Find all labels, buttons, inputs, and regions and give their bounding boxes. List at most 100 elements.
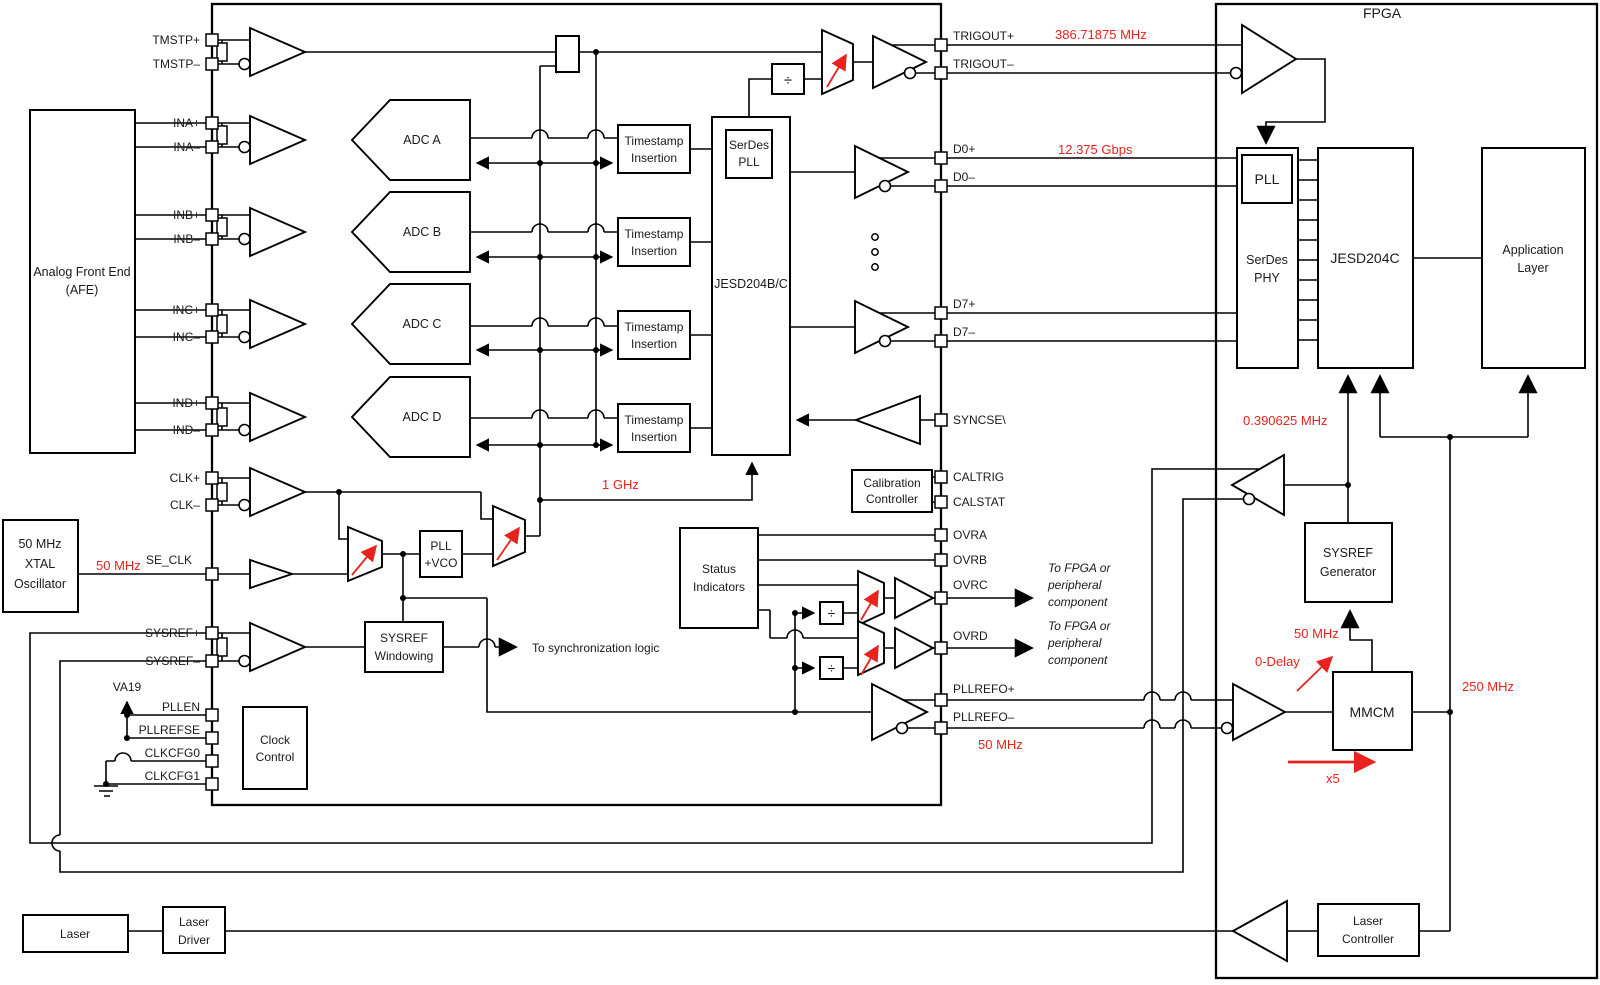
data-rate-label: 12.375 Gbps [1058,142,1133,157]
block-divider-trig [771,63,805,95]
block-mmcm [1332,671,1413,751]
ts-a-label-2: Insertion [631,151,677,165]
block-timestamp-a [617,124,691,174]
divider-ovrd-label: ÷ [828,660,836,676]
block-laser-controller [1317,903,1420,957]
block-laser-driver [162,906,226,954]
xtal-label-1: 50 MHz [18,537,61,551]
note-labels: To synchronization logic VA19 To FPGA or… [113,561,1112,694]
fpga-pll-label: PLL [1255,171,1280,187]
ovrc-dest-note-3: component [1048,595,1108,609]
block-xtal-oscillator [2,519,79,613]
pin-label-pllrefo-n: PLLREFO– [953,710,1015,724]
buffer-sysref-icon [249,621,308,673]
sysref-windowing-label-1: SYSREF [380,631,428,645]
pin-label-pllrefse: PLLREFSE [139,723,200,737]
pin-label-clkcfg1: CLKCFG1 [145,769,201,783]
core-clock-label: 1 GHz [602,477,639,492]
block-fpga-pll [1241,154,1293,204]
termination-resistors [216,42,228,657]
sysref-rate-label: 0.390625 MHz [1243,413,1328,428]
block-jesd204c [1317,147,1414,369]
application-layer-label-1: Application [1502,243,1563,257]
buffer-fpga-mmcm-rx-icon [1232,682,1288,742]
pin-label-clk-n: CLK– [170,498,200,512]
block-calibration-controller [851,469,933,513]
block-flipflop [555,35,580,73]
buffer-tmstp-icon [249,26,308,78]
serdes-phy-label-1: SerDes [1246,253,1288,267]
pll-vco-label-1: PLL [430,539,452,553]
block-adc-c [350,283,471,365]
ts-a-label-1: Timestamp [625,134,684,148]
pin-label-inb-n: INB– [173,232,200,246]
ovrd-dest-note-1: To FPGA or [1048,619,1111,633]
xtal-label-2: XTAL [25,557,55,571]
sysref-windowing-label-2: Windowing [375,649,434,663]
calibration-label-1: Calibration [863,476,920,490]
buffer-inb-icon [249,206,308,258]
buffer-fpga-laser-tx-icon [1231,899,1288,963]
chip-pins [205,33,948,791]
pin-labels: TMSTP+ TMSTP– INA+ INA– INB+ INB– INC+ I… [139,29,1015,783]
pin-label-caltrig: CALTRIG [953,470,1004,484]
pin-label-ina-p: INA+ [173,116,200,130]
ovrd-dest-note-2: peripheral [1047,636,1102,650]
pin-label-ovrc: OVRC [953,578,988,592]
laser-driver-label-1: Laser [179,915,209,929]
wiring [29,39,1528,932]
block-adc-b [350,191,471,273]
pin-label-ind-n: IND– [173,423,201,437]
buffers [238,23,1298,963]
pin-label-calstat: CALSTAT [953,495,1006,509]
sysref-generator-label-2: Generator [1320,565,1376,579]
pin-label-d0-p: D0+ [953,142,975,156]
block-afe [29,109,136,454]
laser-controller-label-1: Laser [1353,914,1383,928]
pin-label-trigout-p: TRIGOUT+ [953,29,1014,43]
pin-label-tmstp-p: TMSTP+ [152,33,200,47]
block-adc-a [350,99,471,181]
pin-label-ovrd: OVRD [953,629,988,643]
buffer-clk-icon [249,466,308,518]
block-status-indicators [679,527,759,629]
serdes-pll-label-2: PLL [738,155,760,169]
mmcm-out-freq-label: 250 MHz [1462,679,1514,694]
pin-label-tmstp-n: TMSTP– [153,57,201,71]
pin-label-syncse: SYNCSE\ [953,413,1006,427]
block-serdes-pll [725,129,773,179]
pll-vco-label-2: +VCO [424,556,457,570]
ts-d-label-1: Timestamp [625,413,684,427]
buffer-fpga-sysref-tx-icon [1230,453,1285,517]
pin-label-ina-n: INA– [173,140,200,154]
buffer-inc-icon [249,298,308,350]
jesd204c-label: JESD204C [1330,250,1399,266]
divider-trig-label: ÷ [784,72,792,89]
adc-a-label: ADC A [403,133,441,147]
pin-label-trigout-n: TRIGOUT– [953,57,1014,71]
wire-hops [51,129,1192,852]
buffer-ind-icon [249,391,308,443]
buffer-ovrd-icon [894,626,936,670]
zero-delay-label: 0-Delay [1255,654,1300,669]
junction-dots [103,49,1453,787]
block-adc-d [350,376,471,458]
pin-label-pllen: PLLEN [162,700,200,714]
pin-label-d7-p: D7+ [953,297,975,311]
pin-label-inc-n: INC– [173,330,201,344]
ovrc-dest-note-2: peripheral [1047,578,1102,592]
pin-label-ovra: OVRA [953,528,987,542]
adc-d-label: ADC D [403,410,442,424]
pin-label-clkcfg0: CLKCFG0 [145,746,201,760]
ovrc-dest-note-1: To FPGA or [1048,561,1111,575]
buffer-seclk-icon [249,558,296,590]
sync-logic-note: To synchronization logic [532,641,659,655]
pin-label-ind-p: IND+ [172,396,200,410]
lane-ellipsis-icon [871,233,879,271]
pin-label-ovrb: OVRB [953,553,987,567]
jesd204bc-label: JESD204B/C [714,277,788,291]
clock-muxes [347,28,885,677]
buffer-fpga-trig-rx-icon [1241,23,1298,95]
block-application-layer [1481,147,1586,369]
fpga-label: FPGA [1363,5,1402,21]
